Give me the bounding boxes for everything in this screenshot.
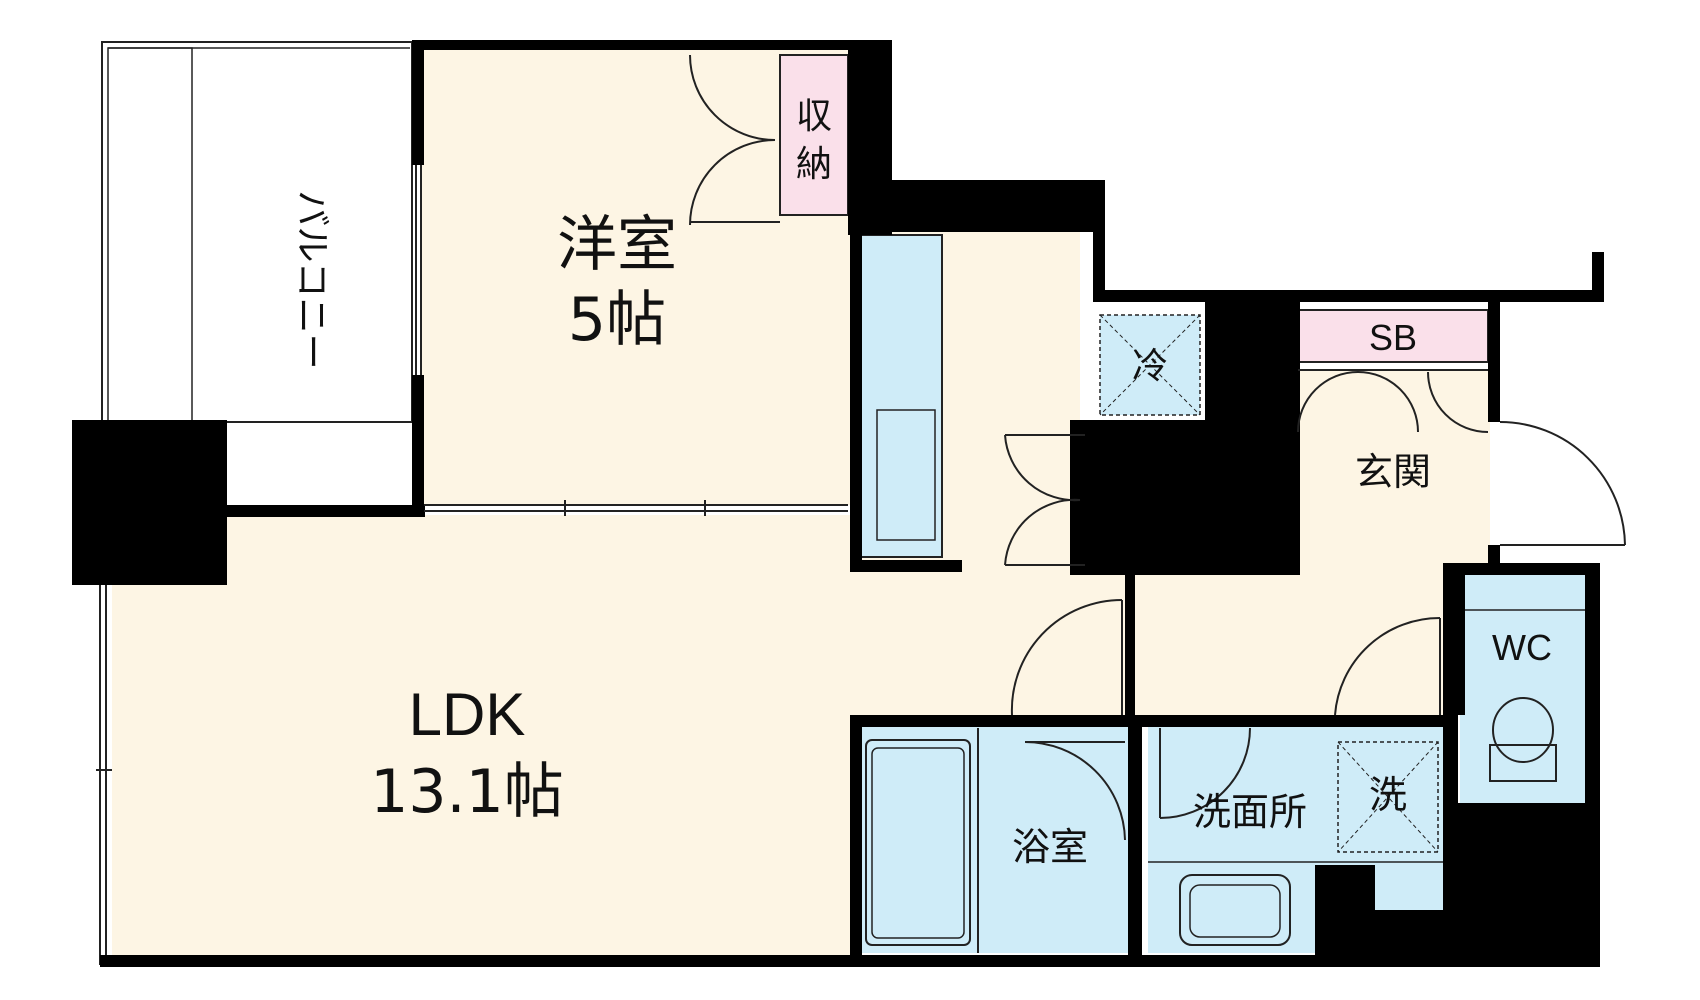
balcony: [96, 41, 413, 965]
wc-floor: [1460, 575, 1585, 803]
entrance-name: 玄関: [1355, 450, 1431, 494]
closet-name-1: 収: [796, 96, 832, 137]
closet-name-2: 納: [796, 144, 832, 185]
western-room-size: 5帖: [568, 285, 666, 355]
washroom-name: 洗面所: [1193, 790, 1307, 834]
entrance-floor: [1295, 370, 1490, 565]
bathroom-name: 浴室: [1012, 825, 1088, 869]
bathtub: [865, 739, 971, 946]
floors: [112, 50, 1585, 955]
ldk-size: 13.1帖: [370, 757, 564, 827]
walls: [72, 40, 1604, 967]
western-room-floor: [420, 50, 850, 505]
toilet-bowl: [1492, 697, 1554, 763]
kitchen-counter: [859, 234, 943, 558]
doors: [415, 54, 1626, 841]
labels: 洋室 5帖 LDK 13.1帖 バルコニー 収 納 冷 SB 玄関 WC 洗面所…: [291, 96, 1552, 869]
ldk-floor: [112, 515, 1125, 955]
closet-floor: [779, 54, 849, 216]
column: [72, 420, 227, 585]
sink: [1179, 874, 1291, 946]
fridge-name: 冷: [1132, 346, 1168, 387]
balcony-name: バルコニー: [291, 190, 332, 369]
western-room-name: 洋室: [557, 210, 677, 280]
wc-name: WC: [1492, 627, 1552, 668]
shoe-box-name: SB: [1369, 317, 1417, 358]
washer-name: 洗: [1369, 773, 1407, 817]
toilet-tank: [1489, 744, 1557, 782]
ldk-name: LDK: [409, 681, 526, 748]
washer-pan: [1337, 741, 1439, 853]
